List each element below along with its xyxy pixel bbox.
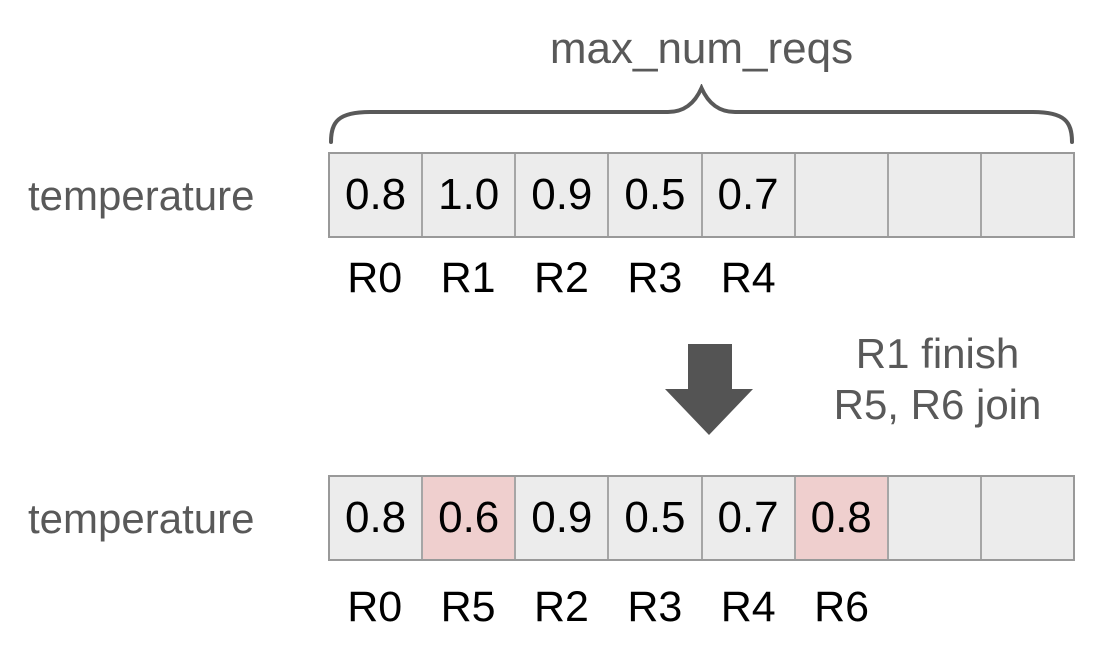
temperature-label-bottom: temperature — [28, 495, 255, 542]
array-cell: 0.9 — [516, 154, 610, 236]
temperature-array-top: 0.8 1.0 0.9 0.5 0.7 — [328, 152, 1075, 238]
array-cell: 0.9 — [516, 477, 610, 559]
request-index-label — [982, 254, 1075, 302]
request-index-label — [888, 583, 981, 631]
request-index-label: R1 — [440, 254, 496, 302]
array-cell — [981, 477, 1073, 559]
request-index-row-top: R0 R1 R2 R3 R4 — [328, 254, 1075, 302]
array-cell: 0.8 — [330, 154, 424, 236]
array-cell: 0.7 — [702, 154, 796, 236]
array-cell — [981, 154, 1073, 236]
request-index-label: R5 — [440, 583, 496, 631]
request-index-label — [982, 583, 1075, 631]
request-index-label: R2 — [533, 254, 589, 302]
request-index-label — [888, 254, 981, 302]
request-index-label: R0 — [347, 583, 403, 631]
request-index-row-bottom: R0 R5 R2 R3 R4 R6 — [328, 583, 1075, 631]
array-cell: 1.0 — [423, 154, 517, 236]
request-index-label: R6 — [814, 583, 870, 631]
array-cell: 0.6 — [423, 477, 517, 559]
down-arrow-icon — [665, 344, 753, 435]
array-cell: 0.5 — [609, 154, 703, 236]
max-num-reqs-label: max_num_reqs — [549, 24, 854, 73]
request-index-label: R4 — [720, 583, 776, 631]
temperature-array-bottom: 0.8 0.6 0.9 0.5 0.7 0.8 — [328, 475, 1075, 561]
temperature-label-top: temperature — [28, 172, 255, 219]
request-index-label — [795, 254, 888, 302]
array-cell: 0.8 — [795, 477, 889, 559]
curly-brace-icon — [329, 84, 1074, 144]
request-index-label: R3 — [627, 583, 683, 631]
request-index-label: R4 — [720, 254, 776, 302]
array-cell: 0.5 — [609, 477, 703, 559]
array-cell — [888, 154, 982, 236]
request-index-label: R3 — [627, 254, 683, 302]
transition-note: R1 finish R5, R6 join — [815, 328, 1060, 430]
request-index-label: R2 — [533, 583, 589, 631]
array-cell — [888, 477, 982, 559]
transition-note-line1: R1 finish — [855, 330, 1020, 377]
transition-note-line2: R5, R6 join — [833, 381, 1042, 428]
request-index-label: R0 — [347, 254, 403, 302]
array-cell: 0.8 — [330, 477, 424, 559]
array-cell — [795, 154, 889, 236]
array-cell: 0.7 — [702, 477, 796, 559]
